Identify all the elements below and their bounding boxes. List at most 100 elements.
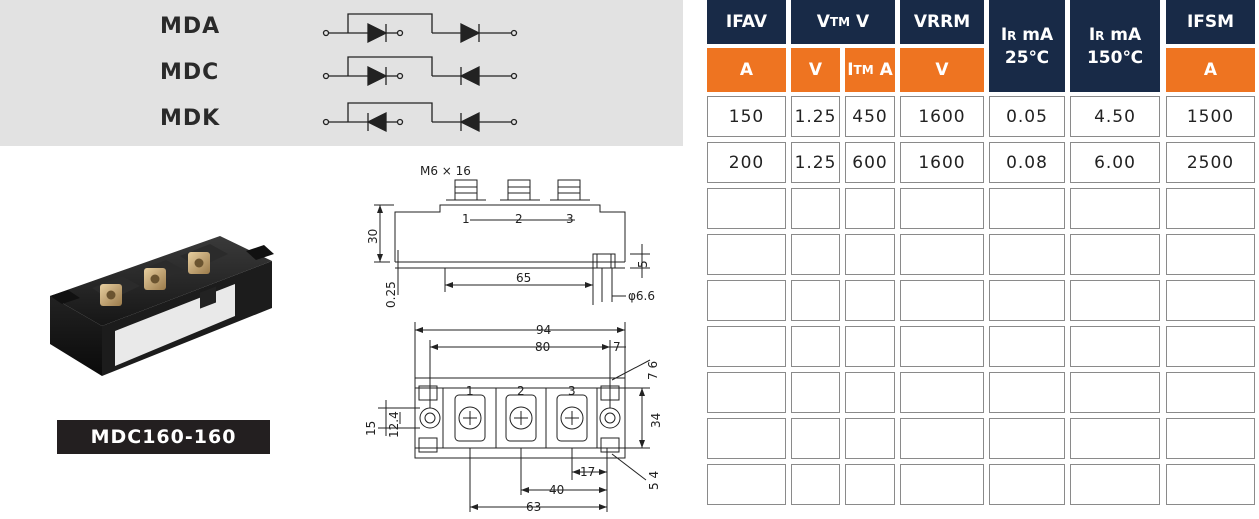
col-header-vrrm: VRRM [900,0,984,44]
table-cell-ir-150 [1070,326,1160,367]
table-cell-vtm [791,372,840,413]
mdk-schematic [322,102,518,133]
dim-94: 94 [536,323,551,337]
table-cell-itm: 450 [845,96,895,137]
table-cell-ir-150 [1070,188,1160,229]
unit-vrrm: V [900,48,984,92]
table-cell-vtm [791,280,840,321]
table-cell-vrrm: 1600 [900,96,984,137]
table-cell-ifsm [1166,464,1255,505]
table-cell-ir-25 [989,280,1065,321]
dim-phi-6-6: φ6.6 [628,289,655,303]
table-cell-vtm: 1.25 [791,142,840,183]
terminal-1-side: 1 [462,212,470,226]
table-cell-ifsm: 2500 [1166,142,1255,183]
table-cell-ir-25 [989,464,1065,505]
dim-0-25: 0.25 [384,281,398,308]
terminal-3-top: 3 [568,384,576,398]
mda-schematic [322,13,518,44]
table-cell-ir-25 [989,188,1065,229]
model-label-mda: MDA [160,14,221,39]
table-cell-ifav [707,234,786,275]
terminal-3-side: 3 [566,212,574,226]
table-cell-vrrm [900,280,984,321]
table-cell-ifsm [1166,234,1255,275]
circuit-schematic-panel: MDA MDC MDK [0,0,683,146]
table-cell-vtm: 1.25 [791,96,840,137]
table-cell-ifav [707,464,786,505]
dim-40: 40 [549,483,564,497]
dim-7: 7 [613,340,621,354]
table-cell-vrrm [900,326,984,367]
dim-12-4: 12.4 [387,411,401,438]
table-cell-ifav [707,280,786,321]
col-header-ifsm: IFSM [1166,0,1255,44]
mdc-schematic [322,56,518,87]
part-number-badge: MDC160-160 [57,420,270,454]
table-cell-ifsm [1166,372,1255,413]
table-cell-ir-25: 0.08 [989,142,1065,183]
table-cell-ifav [707,326,786,367]
dim-15: 15 [364,421,378,436]
unit-ifsm: A [1166,48,1255,92]
table-cell-ifav [707,372,786,413]
unit-vtm: V [791,48,840,92]
table-cell-ifsm: 1500 [1166,96,1255,137]
terminal-1-top: 1 [466,384,474,398]
table-cell-itm [845,418,895,459]
col-header-ifav: IFAV [707,0,786,44]
table-cell-itm [845,464,895,505]
table-cell-itm [845,326,895,367]
table-cell-ir-150 [1070,280,1160,321]
table-cell-ir-25 [989,372,1065,413]
table-cell-ir-150 [1070,464,1160,505]
table-cell-vtm [791,188,840,229]
dim-34: 34 [649,413,663,428]
table-cell-ir-150: 6.00 [1070,142,1160,183]
table-cell-vtm [791,326,840,367]
table-cell-ifav: 150 [707,96,786,137]
dim-5-4: 5 4 [647,471,661,490]
table-cell-vrrm [900,188,984,229]
dim-80: 80 [535,340,550,354]
table-cell-vtm [791,464,840,505]
table-cell-ifav [707,188,786,229]
dim-17: 17 [580,465,595,479]
dim-65: 65 [516,271,531,285]
unit-ifav: A [707,48,786,92]
table-cell-itm [845,234,895,275]
table-cell-ir-25: 0.05 [989,96,1065,137]
table-cell-ir-150 [1070,372,1160,413]
table-cell-ir-150 [1070,234,1160,275]
table-cell-ifsm [1166,326,1255,367]
table-cell-ir-150: 4.50 [1070,96,1160,137]
terminal-2-top: 2 [517,384,525,398]
table-cell-ir-150 [1070,418,1160,459]
col-header-ir-150: IR mA 150℃ [1070,0,1160,92]
col-header-ir-25: IR mA 25℃ [989,0,1065,92]
table-cell-vrrm [900,234,984,275]
table-cell-vrrm [900,464,984,505]
table-cell-itm: 600 [845,142,895,183]
mechanical-drawing: M6 × 16 1 2 3 30 0.25 65 5 φ6.6 94 80 7 … [364,164,663,514]
table-cell-ifsm [1166,280,1255,321]
table-cell-vrrm [900,372,984,413]
module-photo [50,236,274,376]
table-cell-ir-25 [989,418,1065,459]
side-view-screws [446,179,590,201]
model-label-mdc: MDC [160,60,220,85]
table-cell-ir-25 [989,234,1065,275]
table-cell-ir-25 [989,326,1065,367]
table-cell-ifsm [1166,418,1255,459]
table-cell-itm [845,188,895,229]
table-cell-vtm [791,234,840,275]
dim-7-6: 7 6 [646,361,660,380]
dim-63: 63 [526,500,541,514]
table-cell-ifav: 200 [707,142,786,183]
table-cell-ifav [707,418,786,459]
table-cell-itm [845,280,895,321]
table-cell-vrrm [900,418,984,459]
dim-5: 5 [636,260,650,268]
